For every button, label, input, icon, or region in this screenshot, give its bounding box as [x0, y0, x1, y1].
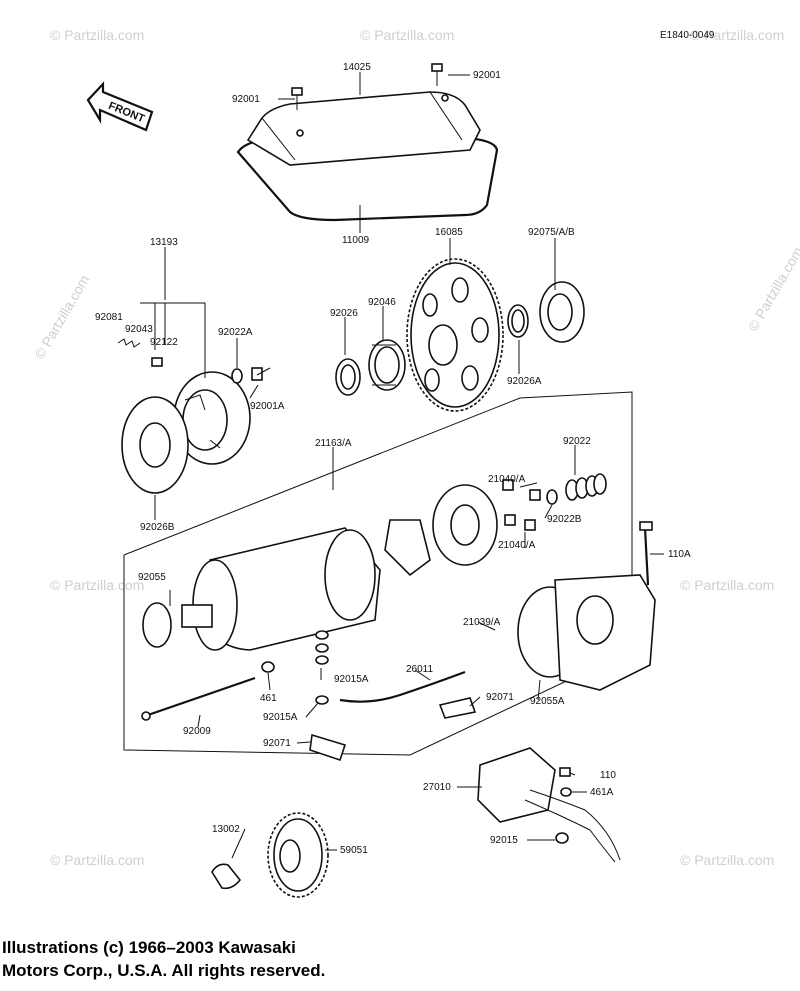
- label-92001-right: 92001: [473, 70, 501, 81]
- label-59051: 59051: [340, 845, 368, 856]
- label-92071-right: 92071: [486, 692, 514, 703]
- label-92015: 92015: [490, 835, 518, 846]
- label-16085: 16085: [435, 227, 463, 238]
- bolt-92001-right: [431, 63, 443, 86]
- bolt-110: [559, 767, 571, 777]
- label-92026: 92026: [330, 308, 358, 319]
- nut-92015: [555, 832, 569, 844]
- label-92026B: 92026B: [140, 522, 175, 533]
- label-13002: 13002: [212, 824, 240, 835]
- cap-92075: [539, 281, 585, 343]
- nut-461: [261, 661, 275, 673]
- label-92022B: 92022B: [547, 514, 582, 525]
- brush-parts-21040: [502, 479, 541, 531]
- label-92022A: 92022A: [218, 327, 253, 338]
- label-11009: 11009: [342, 235, 370, 246]
- spring-92081: [117, 338, 141, 348]
- label-92046: 92046: [368, 297, 396, 308]
- watermark-text: © Partzilla.com: [360, 27, 454, 43]
- label-92015A-upper: 92015A: [334, 674, 369, 685]
- bolt-92009: [141, 676, 256, 721]
- front-arrow: FRONT: [86, 81, 154, 132]
- diagram-code: E1840-0049: [660, 30, 715, 41]
- boot-92071-left: [309, 733, 347, 762]
- leader-lines: [140, 72, 664, 859]
- washers-92022: [546, 473, 607, 505]
- watermark-text: © Partzilla.com: [50, 27, 144, 43]
- watermark-text: © Partzilla.com: [50, 852, 144, 868]
- part-labels: 14025 92001 92001 11009 16085 92075/A/B …: [95, 62, 691, 856]
- watermark-text: © Partzilla.com: [745, 244, 800, 334]
- washer-92026A: [507, 304, 529, 338]
- label-21040-bottom: 21040/A: [498, 540, 536, 551]
- idler-gear-59051: [267, 812, 329, 898]
- label-21039: 21039/A: [463, 617, 501, 628]
- label-92001-left: 92001: [232, 94, 260, 105]
- label-461A: 461A: [590, 787, 614, 798]
- copyright-notice: Illustrations (c) 1966–2003 Kawasaki Mot…: [2, 936, 325, 982]
- label-92055: 92055: [138, 572, 166, 583]
- oring-92055: [142, 602, 172, 648]
- label-21163: 21163/A: [315, 438, 352, 449]
- label-110: 110: [600, 770, 616, 781]
- shaft-13002: [211, 863, 242, 890]
- label-92001A: 92001A: [250, 401, 285, 412]
- nut-461A: [560, 787, 572, 797]
- watermark-text: © Partzilla.com: [680, 577, 774, 593]
- label-461: 461: [260, 693, 277, 704]
- boot-92071-right: [438, 697, 477, 719]
- starter-relay-27010: [477, 747, 621, 863]
- label-92026A: 92026A: [507, 376, 542, 387]
- label-110A: 110A: [668, 549, 691, 560]
- watermark-text: © Partzilla.com: [680, 852, 774, 868]
- copyright-line-2: Motors Corp., U.S.A. All rights reserved…: [2, 961, 326, 980]
- label-92015A-lower: 92015A: [263, 712, 298, 723]
- needle-bearing-92046: [368, 339, 406, 391]
- label-92055A: 92055A: [530, 696, 565, 707]
- watermark-text: © Partzilla.com: [31, 272, 92, 362]
- label-92022: 92022: [563, 436, 591, 447]
- label-14025: 14025: [343, 62, 371, 73]
- plate-92026B: [121, 396, 189, 494]
- cable-26011: [339, 670, 466, 703]
- label-27010: 27010: [423, 782, 451, 793]
- label-26011: 26011: [406, 664, 434, 675]
- copyright-line-1: Illustrations (c) 1966–2003 Kawasaki: [2, 938, 296, 957]
- watermark-text: © Partzilla.com: [690, 27, 784, 43]
- label-13193: 13193: [150, 237, 178, 248]
- nut-stack-92015A: [315, 630, 329, 705]
- starter-motor-21163: [181, 527, 381, 651]
- bolt-92001-left: [291, 87, 303, 110]
- label-92071-left: 92071: [263, 738, 291, 749]
- label-92043: 92043: [125, 324, 153, 335]
- label-92122: 92122: [150, 337, 178, 348]
- label-92009: 92009: [183, 726, 211, 737]
- label-21040-top: 21040/A: [488, 474, 526, 485]
- label-92081: 92081: [95, 312, 123, 323]
- label-92075: 92075/A/B: [528, 227, 575, 238]
- bolt-110A: [639, 521, 653, 586]
- end-cover-92055A: [517, 574, 656, 691]
- washer-92026: [335, 358, 361, 396]
- starter-gear-16085: [406, 258, 504, 412]
- bolt-92001A: [251, 367, 271, 381]
- washer-92022A: [231, 368, 243, 384]
- pin-92122: [151, 357, 163, 367]
- cover-14025: [236, 91, 499, 222]
- brush-holder-21039: [384, 484, 498, 577]
- watermark-text: © Partzilla.com: [50, 577, 144, 593]
